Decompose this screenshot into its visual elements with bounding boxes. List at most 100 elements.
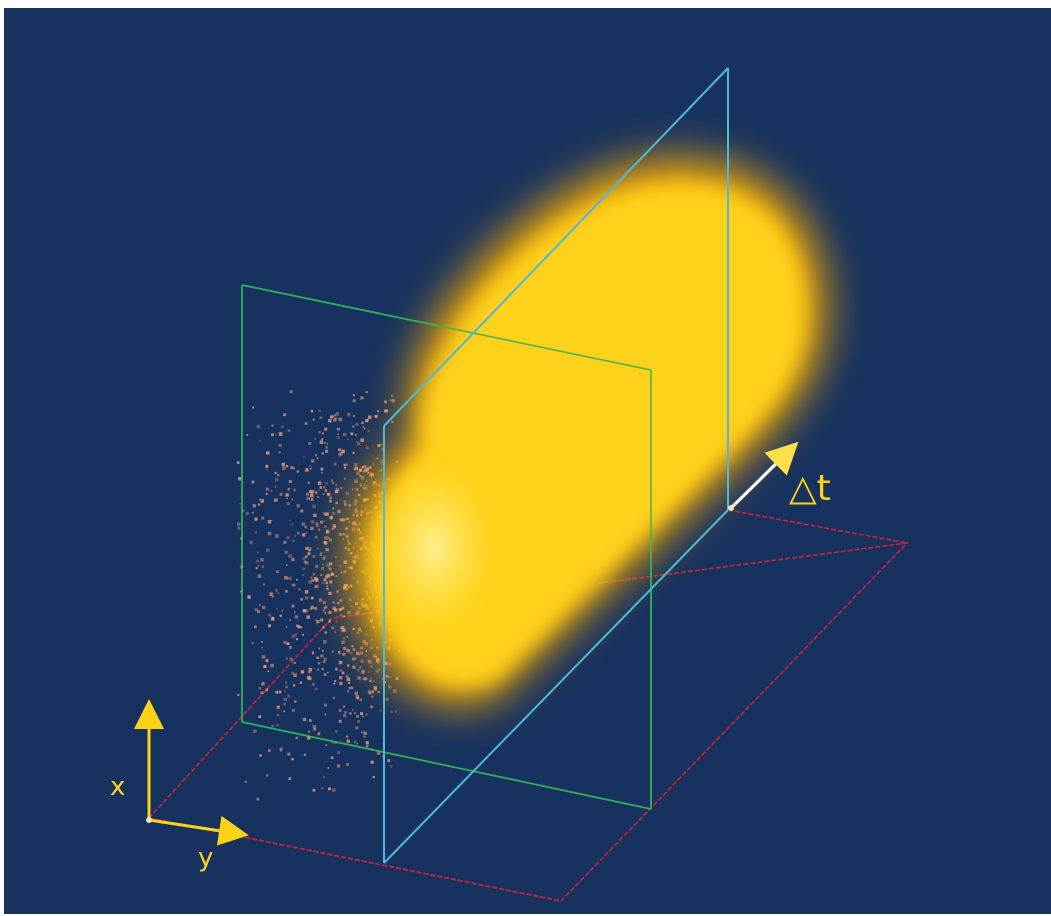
particle [278, 451, 281, 454]
particle [307, 736, 311, 740]
particle [387, 759, 391, 762]
particle [335, 730, 338, 733]
particle [293, 684, 296, 687]
particle [311, 490, 315, 494]
particle [391, 394, 393, 397]
particle [345, 491, 349, 496]
particle [312, 418, 315, 421]
particle [267, 520, 272, 524]
particle [273, 498, 278, 502]
particle [355, 508, 357, 511]
particle [344, 503, 347, 506]
particle [374, 687, 377, 691]
particle [343, 560, 348, 564]
particle [346, 677, 351, 682]
particle [312, 788, 316, 792]
particle [260, 691, 264, 695]
particle [294, 611, 296, 614]
particle [309, 607, 312, 611]
particle [352, 394, 355, 397]
particle [385, 675, 387, 677]
particle [300, 670, 305, 674]
particle [342, 538, 345, 540]
particle [271, 724, 274, 727]
particle [311, 579, 315, 582]
particle [362, 669, 366, 673]
particle [266, 451, 270, 455]
particle [239, 536, 243, 540]
particle [260, 499, 264, 503]
particle [278, 690, 282, 694]
particle [341, 606, 345, 609]
particle [275, 589, 278, 592]
particle [291, 523, 294, 526]
particle [330, 756, 334, 759]
particle [388, 676, 391, 678]
particle [365, 733, 367, 735]
particle [306, 615, 310, 619]
particle [291, 758, 294, 761]
particle [359, 474, 362, 477]
particle [347, 438, 349, 440]
particle [303, 753, 307, 756]
particle [278, 443, 282, 447]
particle [336, 436, 340, 439]
particle [261, 565, 264, 568]
particle [370, 678, 372, 680]
particle [313, 513, 317, 517]
particle [276, 607, 278, 610]
particle [289, 657, 293, 662]
particle [324, 713, 327, 716]
particle [365, 446, 369, 450]
particle [331, 741, 334, 744]
particle [368, 660, 372, 664]
particle [328, 787, 331, 791]
particle [237, 522, 241, 526]
particle [261, 655, 266, 659]
particle [267, 531, 272, 536]
particle [346, 674, 349, 678]
particle [281, 425, 284, 428]
particle [314, 687, 318, 691]
particle [341, 626, 345, 629]
particle [354, 740, 357, 744]
particle [236, 461, 240, 464]
particle [285, 465, 289, 468]
particle [384, 400, 387, 404]
particle [305, 561, 309, 565]
particle [323, 607, 326, 609]
particle [343, 432, 347, 437]
particle [356, 471, 360, 475]
particle [265, 773, 269, 777]
particle [285, 626, 288, 628]
particle [391, 399, 395, 403]
particle [283, 413, 287, 417]
particle [321, 787, 324, 790]
particle [346, 763, 349, 766]
particle [321, 668, 324, 671]
particle [293, 661, 296, 664]
particle [287, 577, 290, 580]
particle [306, 496, 310, 501]
particle [358, 468, 363, 472]
particle [331, 527, 334, 530]
particle [268, 749, 271, 752]
particle [317, 668, 320, 671]
particle [355, 657, 357, 660]
particle [252, 504, 256, 508]
y-axis-arrow [148, 815, 249, 846]
particle [309, 719, 312, 722]
particle [323, 512, 326, 515]
particle [246, 434, 249, 436]
particle [325, 513, 328, 516]
particle [361, 421, 364, 424]
particle [310, 410, 314, 413]
particle [365, 484, 368, 487]
particle [322, 609, 325, 612]
particle [299, 626, 303, 629]
particle [329, 538, 332, 542]
particle [285, 590, 288, 593]
particle [310, 520, 315, 524]
particle [338, 448, 341, 452]
particle [364, 642, 368, 646]
